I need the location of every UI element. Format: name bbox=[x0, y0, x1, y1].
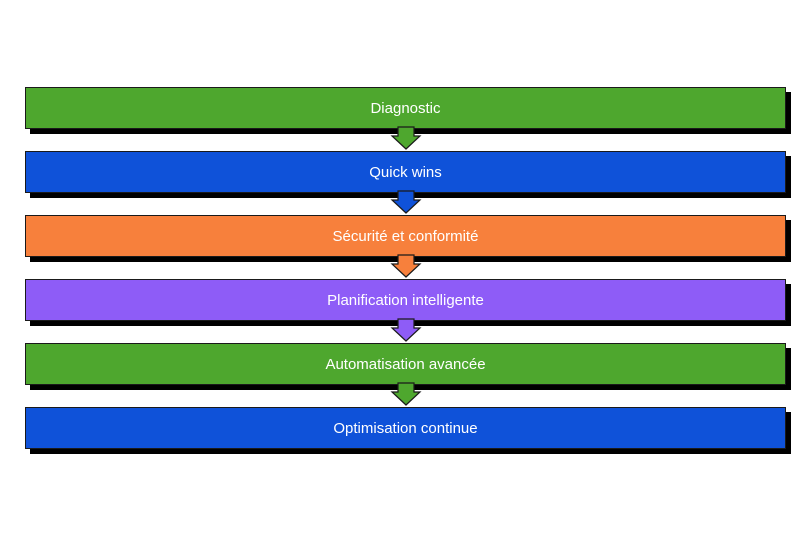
process-step-label: Planification intelligente bbox=[327, 291, 484, 309]
process-step-4: Planification intelligente bbox=[25, 279, 786, 321]
process-step-label: Automatisation avancée bbox=[325, 355, 486, 373]
process-step-6: Optimisation continue bbox=[25, 407, 786, 449]
process-step-1: Diagnostic bbox=[25, 87, 786, 129]
down-arrow-icon bbox=[390, 254, 422, 278]
process-step-label: Optimisation continue bbox=[333, 419, 478, 437]
down-arrow-icon bbox=[390, 318, 422, 342]
down-arrow-icon bbox=[390, 382, 422, 406]
process-step-label: Sécurité et conformité bbox=[332, 227, 479, 245]
process-step-5: Automatisation avancée bbox=[25, 343, 786, 385]
down-arrow-icon bbox=[390, 126, 422, 150]
process-step-label: Quick wins bbox=[369, 163, 442, 181]
down-arrow-icon bbox=[390, 190, 422, 214]
process-step-2: Quick wins bbox=[25, 151, 786, 193]
process-step-3: Sécurité et conformité bbox=[25, 215, 786, 257]
process-step-label: Diagnostic bbox=[370, 99, 441, 117]
